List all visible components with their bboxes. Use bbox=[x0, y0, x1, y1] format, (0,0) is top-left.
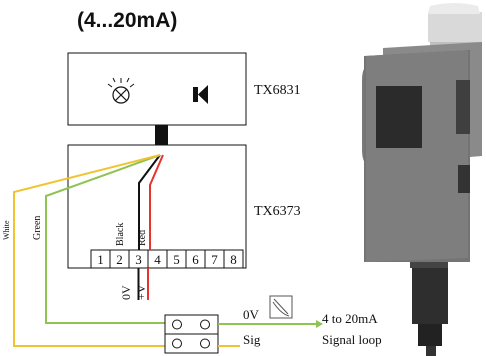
sounder-icon bbox=[193, 85, 208, 104]
analog-meter-icon bbox=[269, 295, 293, 319]
terminal-6: 6 bbox=[192, 252, 199, 267]
red-wire bbox=[149, 154, 164, 250]
plus-volt-terminal-label: +V bbox=[134, 284, 148, 300]
junction-block bbox=[164, 314, 219, 354]
upper-module-box bbox=[67, 52, 247, 126]
device-photo bbox=[362, 3, 482, 356]
zero-volt-terminal-label: 0V bbox=[119, 285, 133, 300]
output-line-2: Signal loop bbox=[322, 332, 382, 347]
terminal-4: 4 bbox=[154, 252, 161, 267]
terminal-3: 3 bbox=[135, 252, 142, 267]
junction-zero-volt-label: 0V bbox=[243, 307, 260, 322]
red-wire-label: Red bbox=[137, 230, 148, 246]
terminal-2: 2 bbox=[116, 252, 123, 267]
green-wire bbox=[45, 154, 165, 324]
black-wire-label: Black bbox=[115, 223, 126, 246]
terminal-1: 1 bbox=[97, 252, 104, 267]
output-line-1: 4 to 20mA bbox=[322, 311, 378, 326]
terminal-5: 5 bbox=[173, 252, 180, 267]
terminal-strip: 1 2 3 4 5 6 7 8 bbox=[90, 249, 244, 269]
lower-module-label: TX6373 bbox=[254, 204, 301, 219]
diagram-title: (4...20mA) bbox=[77, 9, 177, 32]
loop-arrow bbox=[316, 320, 323, 328]
terminal-8: 8 bbox=[230, 252, 237, 267]
white-wire bbox=[13, 154, 165, 347]
lower-module-box bbox=[67, 144, 247, 269]
green-wire-label: Green bbox=[32, 216, 43, 240]
white-wire-label: White bbox=[2, 220, 11, 240]
black-wire bbox=[138, 154, 161, 250]
terminal-7: 7 bbox=[211, 252, 218, 267]
indicator-lamp-icon bbox=[107, 77, 135, 104]
junction-sig-label: Sig bbox=[243, 332, 261, 347]
upper-module-label: TX6831 bbox=[254, 83, 301, 98]
